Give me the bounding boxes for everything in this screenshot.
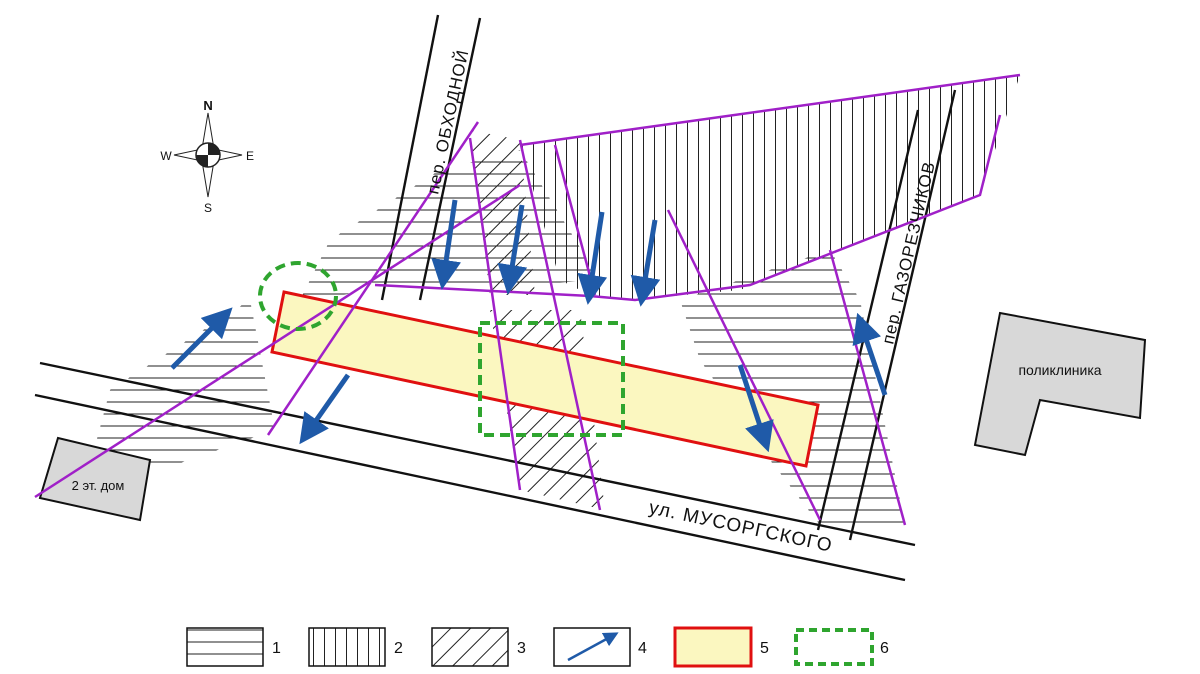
- building-clinic: поликлиника: [973, 311, 1147, 457]
- legend-label-6: 6: [880, 640, 889, 657]
- clinic-label: поликлиника: [1018, 362, 1101, 378]
- street-musorgskogo: [34, 361, 916, 582]
- legend-label-3: 3: [517, 640, 526, 657]
- legend-label-5: 5: [760, 640, 769, 657]
- compass-s: S: [204, 201, 212, 215]
- arrow-icon: [852, 312, 888, 396]
- arrow-icon: [497, 204, 528, 295]
- arrow-icon: [577, 211, 608, 305]
- survey-rectangle: [478, 321, 625, 437]
- legend-label-2: 2: [394, 640, 403, 657]
- legend-item-6: 6: [794, 628, 889, 666]
- survey-circle: [258, 261, 338, 331]
- arrow-icon: [170, 307, 233, 370]
- house-label: 2 эт. дом: [72, 478, 125, 493]
- legend-label-4: 4: [638, 640, 647, 657]
- legend-item-3: 3: [431, 627, 526, 667]
- arrow-icon: [737, 364, 774, 453]
- compass-e: E: [246, 149, 254, 163]
- compass-n: N: [203, 98, 212, 113]
- legend: 1 2 3 4 5 6: [186, 626, 889, 668]
- zone-vertical-hatch: [520, 75, 1020, 300]
- site-rectangle: [270, 290, 820, 468]
- arrow-icon: [630, 219, 661, 307]
- legend-label-1: 1: [272, 640, 281, 657]
- arrow-icon: [431, 199, 462, 290]
- arrow-icon: [567, 632, 619, 662]
- legend-item-5: 5: [673, 626, 769, 668]
- building-house: 2 эт. дом: [38, 436, 152, 522]
- flow-arrows: [170, 199, 888, 453]
- legend-item-1: 1: [186, 627, 281, 667]
- legend-item-4: 4: [553, 627, 647, 667]
- compass-w: W: [160, 149, 172, 163]
- arrow-icon: [299, 373, 351, 445]
- legend-item-2: 2: [308, 627, 403, 667]
- compass-rose: N S W E: [160, 98, 254, 215]
